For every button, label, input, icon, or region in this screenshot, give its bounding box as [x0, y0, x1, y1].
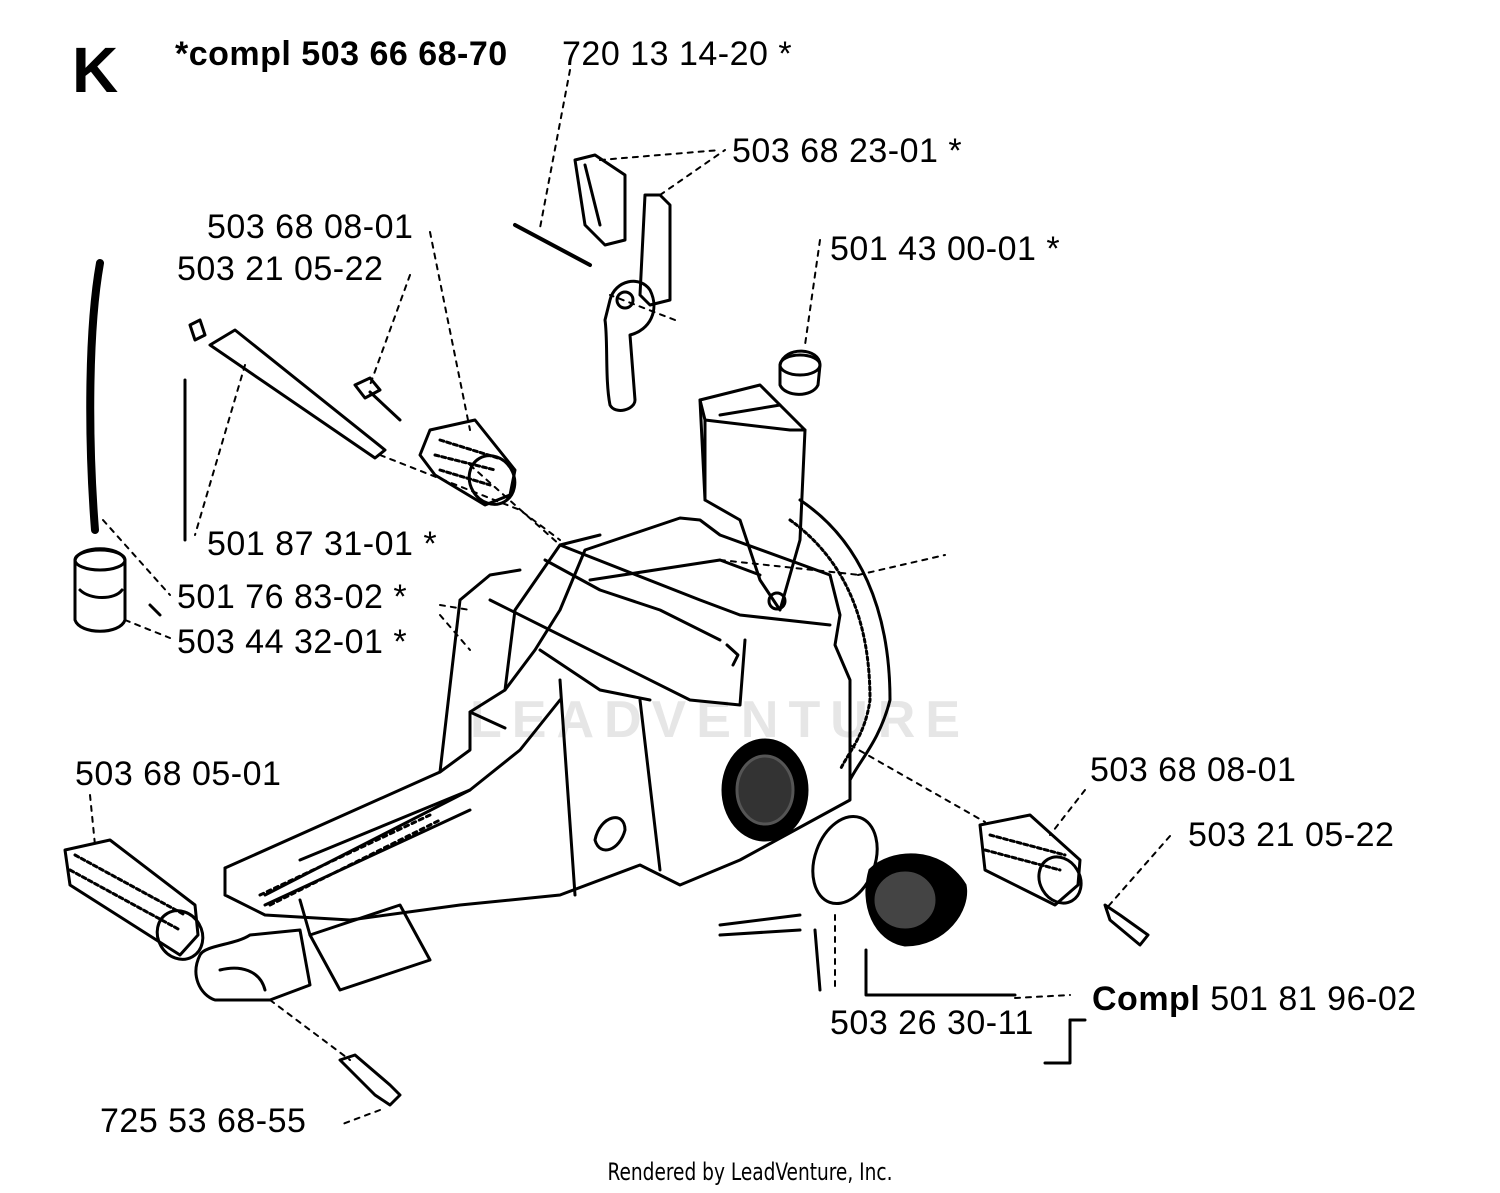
part-label: 503 68 08-01 [1090, 751, 1297, 789]
part-label: 501 76 83-02 * [177, 578, 408, 616]
part-label: 503 68 23-01 * [732, 132, 963, 170]
part-label: 503 68 05-01 [75, 755, 282, 793]
part-label: 503 21 05-22 [1188, 816, 1395, 854]
bracket-lines [86, 259, 1087, 1065]
part-label: 720 13 14-20 * [562, 35, 793, 73]
part-label: 503 21 05-22 [177, 250, 384, 288]
nut-part [778, 349, 822, 396]
section-letter: K [72, 34, 119, 106]
part-label: 501 43 00-01 * [830, 230, 1061, 268]
tank-housing [223, 383, 892, 992]
part-label: 503 68 08-01 [207, 208, 414, 246]
buffers [63, 418, 1083, 961]
part-label: 503 26 30-11 [830, 1004, 1034, 1042]
compl-label: Compl 501 81 96-02 [1092, 982, 1417, 1016]
watermark: LEADVENTURE [470, 691, 971, 749]
leader-lines [89, 69, 1171, 1126]
part-label: 725 53 68-55 [100, 1102, 307, 1140]
footer-credit: Rendered by LeadVenture, Inc. [607, 1158, 893, 1186]
part-label: 503 44 32-01 * [177, 623, 408, 661]
switch-assembly [513, 153, 672, 412]
part-label: 501 87 31-01 * [207, 525, 438, 563]
compl-word: Compl [1092, 980, 1201, 1018]
assembly-label: *compl 503 66 68-70 [175, 35, 508, 73]
compl-part-number: 501 81 96-02 [1210, 980, 1417, 1018]
screws [188, 318, 1150, 1107]
oil-pump [811, 814, 968, 947]
chain-catcher [194, 928, 312, 1002]
